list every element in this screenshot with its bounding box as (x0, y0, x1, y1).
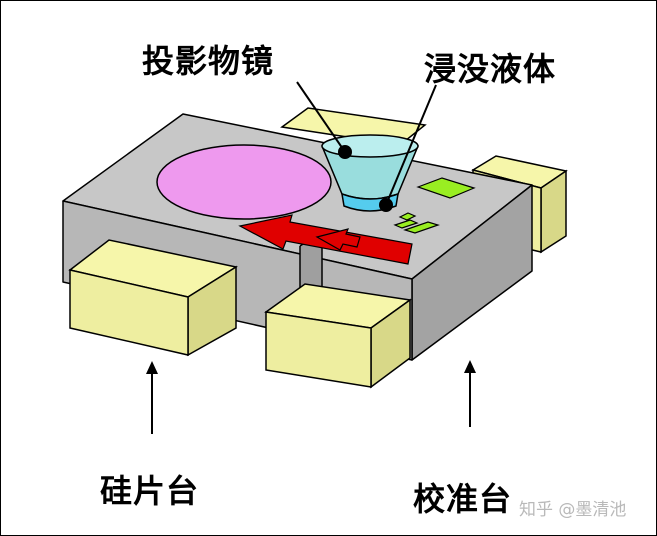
label-projection-lens: 投影物镜 (142, 42, 275, 80)
wafer-disc (156, 144, 332, 220)
watermark-text: 知乎 @墨清池 (519, 500, 627, 520)
leader-lines (296, 81, 437, 212)
pointer-arrows (146, 360, 476, 434)
movement-arrows (238, 214, 413, 265)
label-alignment-stage: 校准台 (413, 480, 513, 518)
front-right-yellow-block (264, 283, 412, 389)
label-wafer-stage: 硅片台 (100, 472, 200, 510)
alignment-sensors (393, 177, 476, 234)
front-left-yellow-block (68, 239, 238, 357)
label-immersion-liquid: 浸没液体 (424, 50, 557, 88)
